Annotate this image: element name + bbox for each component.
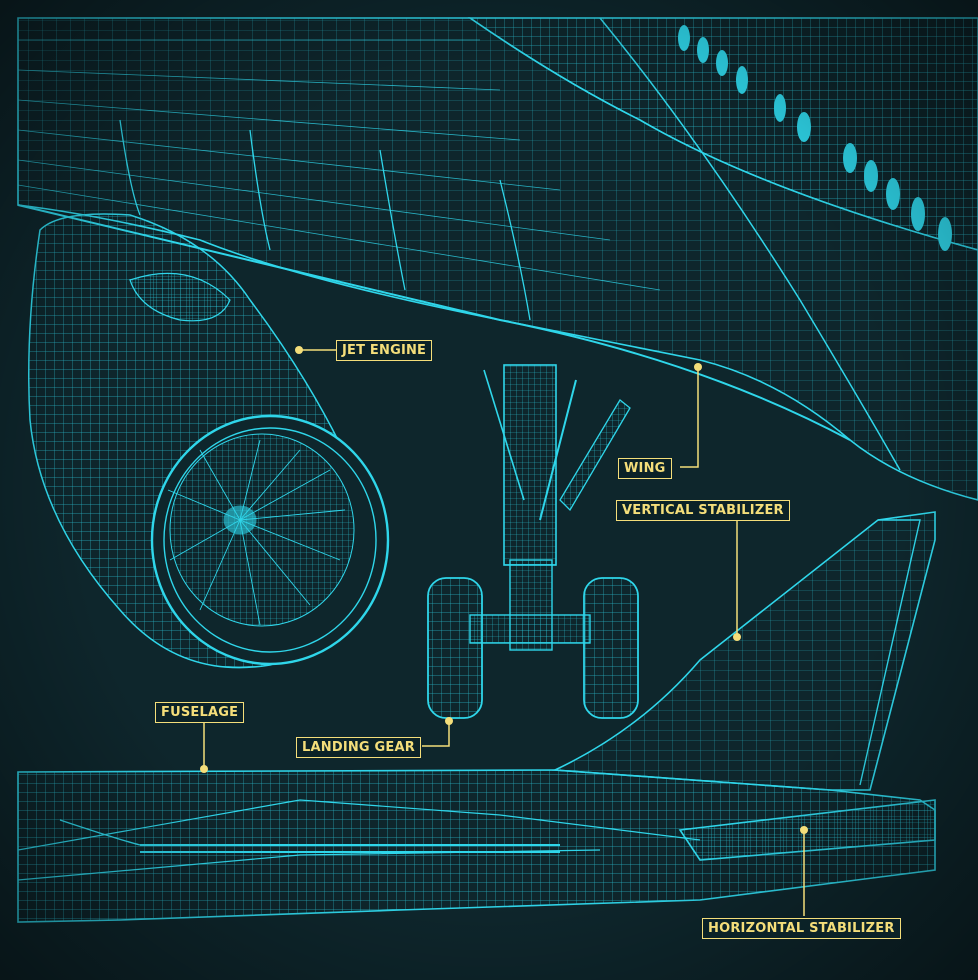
label-vertical-stabilizer: VERTICAL STABILIZER <box>616 500 790 521</box>
callout-dots <box>200 346 808 834</box>
label-fuselage: FUSELAGE <box>155 702 245 723</box>
label-landing-gear: LANDING GEAR <box>296 737 421 758</box>
label-jet-engine: JET ENGINE <box>336 340 433 361</box>
label-horizontal-stabilizer: HORIZONTAL STABILIZER <box>702 918 901 939</box>
label-wing: WING <box>618 458 672 479</box>
